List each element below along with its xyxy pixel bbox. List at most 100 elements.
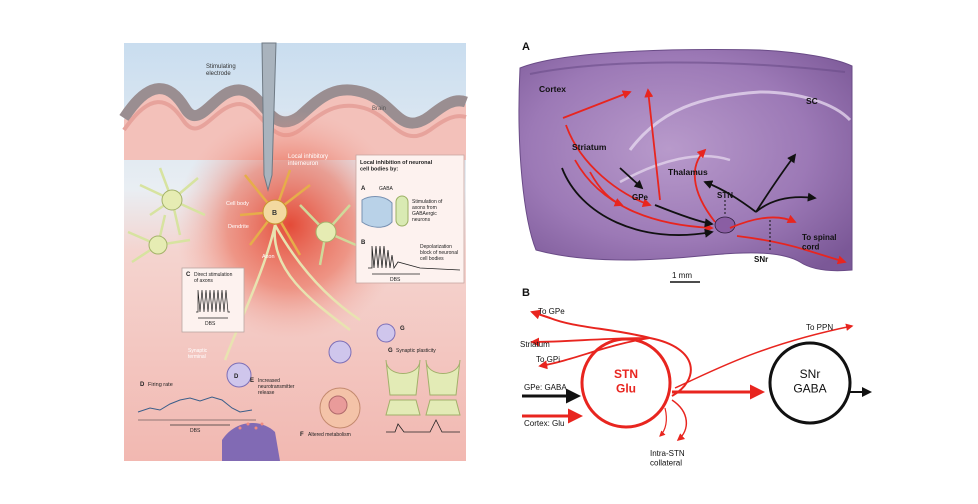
box-C-letter: C bbox=[186, 272, 191, 278]
neuron-right-body bbox=[315, 221, 337, 243]
firing-rate-inset: D Firing rate DBS bbox=[137, 382, 256, 434]
firing-rate-trace bbox=[137, 396, 253, 413]
gpe-label: GPe bbox=[632, 193, 649, 202]
cortex-arrow bbox=[562, 90, 632, 119]
stn-output-pathways bbox=[530, 309, 854, 441]
neuron-B-letter: B bbox=[272, 210, 277, 217]
stn-nucleus bbox=[714, 216, 736, 234]
white-matter-tract bbox=[628, 90, 852, 151]
internal-capsule-tract bbox=[619, 154, 731, 184]
to-striatum-arrow bbox=[530, 337, 651, 347]
synaptic-terminal-mid bbox=[328, 340, 352, 364]
neuron-left-top bbox=[161, 189, 183, 211]
stn-to-snr-arrow bbox=[729, 214, 797, 229]
G-letter-top: G bbox=[400, 326, 405, 332]
snr-gaba-node bbox=[768, 341, 852, 425]
label-D-letter-neuron: D bbox=[234, 374, 239, 380]
snr-to-sc-arrow bbox=[755, 153, 797, 213]
dendrite-label: Dendrite bbox=[228, 224, 249, 230]
to-ppn-arrow bbox=[674, 323, 854, 389]
F-letter: F bbox=[300, 432, 304, 438]
to-gpi-arrow bbox=[538, 337, 651, 370]
long-black-arrow bbox=[561, 167, 714, 238]
striatum-b-label: Striatum bbox=[520, 340, 550, 349]
striatum-red-arrow bbox=[589, 171, 624, 207]
intra-stn-arrow bbox=[671, 399, 687, 441]
synaptic-terminal-G bbox=[376, 323, 396, 343]
panel-B-letter: B bbox=[522, 287, 530, 299]
sc-label: SC bbox=[806, 96, 818, 106]
cortex-outer-layer bbox=[529, 61, 846, 75]
F-text: Altered metabolism bbox=[308, 432, 351, 438]
to-spinal-cord-arrow bbox=[736, 235, 847, 265]
neuron-left-mid-icon bbox=[127, 214, 191, 264]
depolarization-trace bbox=[368, 245, 461, 271]
scale-label: 1 mm bbox=[672, 271, 692, 280]
to-ppn-label: To PPN bbox=[806, 323, 833, 332]
postsynaptic-icon bbox=[395, 195, 409, 227]
G-letter: G bbox=[388, 348, 393, 354]
neuron-left-top-icon bbox=[139, 167, 206, 236]
box-B-letter: B bbox=[361, 240, 366, 246]
axon-label: Axon bbox=[262, 254, 275, 260]
gpe-gaba-label: GPe: GABA bbox=[524, 383, 567, 392]
neuron-B-dendrites-icon bbox=[239, 169, 311, 256]
cortex-glu-label: Cortex: Glu bbox=[524, 419, 564, 428]
striatum-label: Striatum bbox=[572, 142, 607, 152]
red-pathways bbox=[562, 88, 847, 265]
electrode-icon bbox=[261, 42, 277, 192]
snr-to-thalamus-arrow bbox=[703, 180, 757, 213]
D-dbs: DBS bbox=[190, 428, 201, 434]
neuron-left-mid bbox=[148, 235, 168, 255]
brain-metabolism-icon bbox=[328, 395, 348, 415]
neuron-right-dendrites-icon bbox=[299, 204, 357, 266]
striatum-to-gpe-arrow bbox=[619, 167, 644, 190]
stn-ascending-arrow bbox=[693, 148, 716, 223]
neuron-B-body bbox=[262, 199, 288, 225]
thalamus-to-cortex-arrow bbox=[644, 88, 661, 201]
gaba-terminal-icon bbox=[361, 196, 393, 228]
snr-to-brainstem-arrow bbox=[755, 192, 817, 213]
cell-body-label: Cell body bbox=[226, 201, 249, 207]
E-letter: E bbox=[250, 378, 254, 384]
gpe-to-stn-arrow bbox=[654, 204, 714, 228]
synaptic-plasticity-icon bbox=[385, 359, 461, 433]
axon-branches bbox=[223, 224, 361, 361]
intra-stn-arrow-2 bbox=[659, 407, 667, 437]
E-vesicles-icon bbox=[238, 422, 264, 430]
brain-label: Brain bbox=[372, 106, 386, 112]
box-A-letter: A bbox=[361, 186, 366, 192]
D-text: Firing rate bbox=[148, 382, 173, 388]
snr-label: SNr bbox=[754, 255, 768, 264]
to-gpi-label: To GPi bbox=[536, 355, 560, 364]
panel-A-letter: A bbox=[522, 41, 530, 53]
box-C-dbs: DBS bbox=[205, 321, 216, 327]
to-gpe-label: To GPe bbox=[538, 307, 565, 316]
neuron-cells-decoration bbox=[127, 167, 396, 388]
synaptic-terminal-D bbox=[226, 362, 252, 388]
box-B-dbs: DBS bbox=[390, 277, 401, 283]
panel-A-histology: A Cortex SC Striatum Thalamus GPe ST bbox=[518, 41, 853, 283]
cortex-to-stn-arrow bbox=[574, 159, 714, 233]
stn-label: STN bbox=[717, 191, 733, 200]
thalamus-label: Thalamus bbox=[668, 167, 708, 177]
cortex-to-striatum-arrow bbox=[565, 124, 652, 207]
axon-spike-trace bbox=[196, 289, 230, 313]
